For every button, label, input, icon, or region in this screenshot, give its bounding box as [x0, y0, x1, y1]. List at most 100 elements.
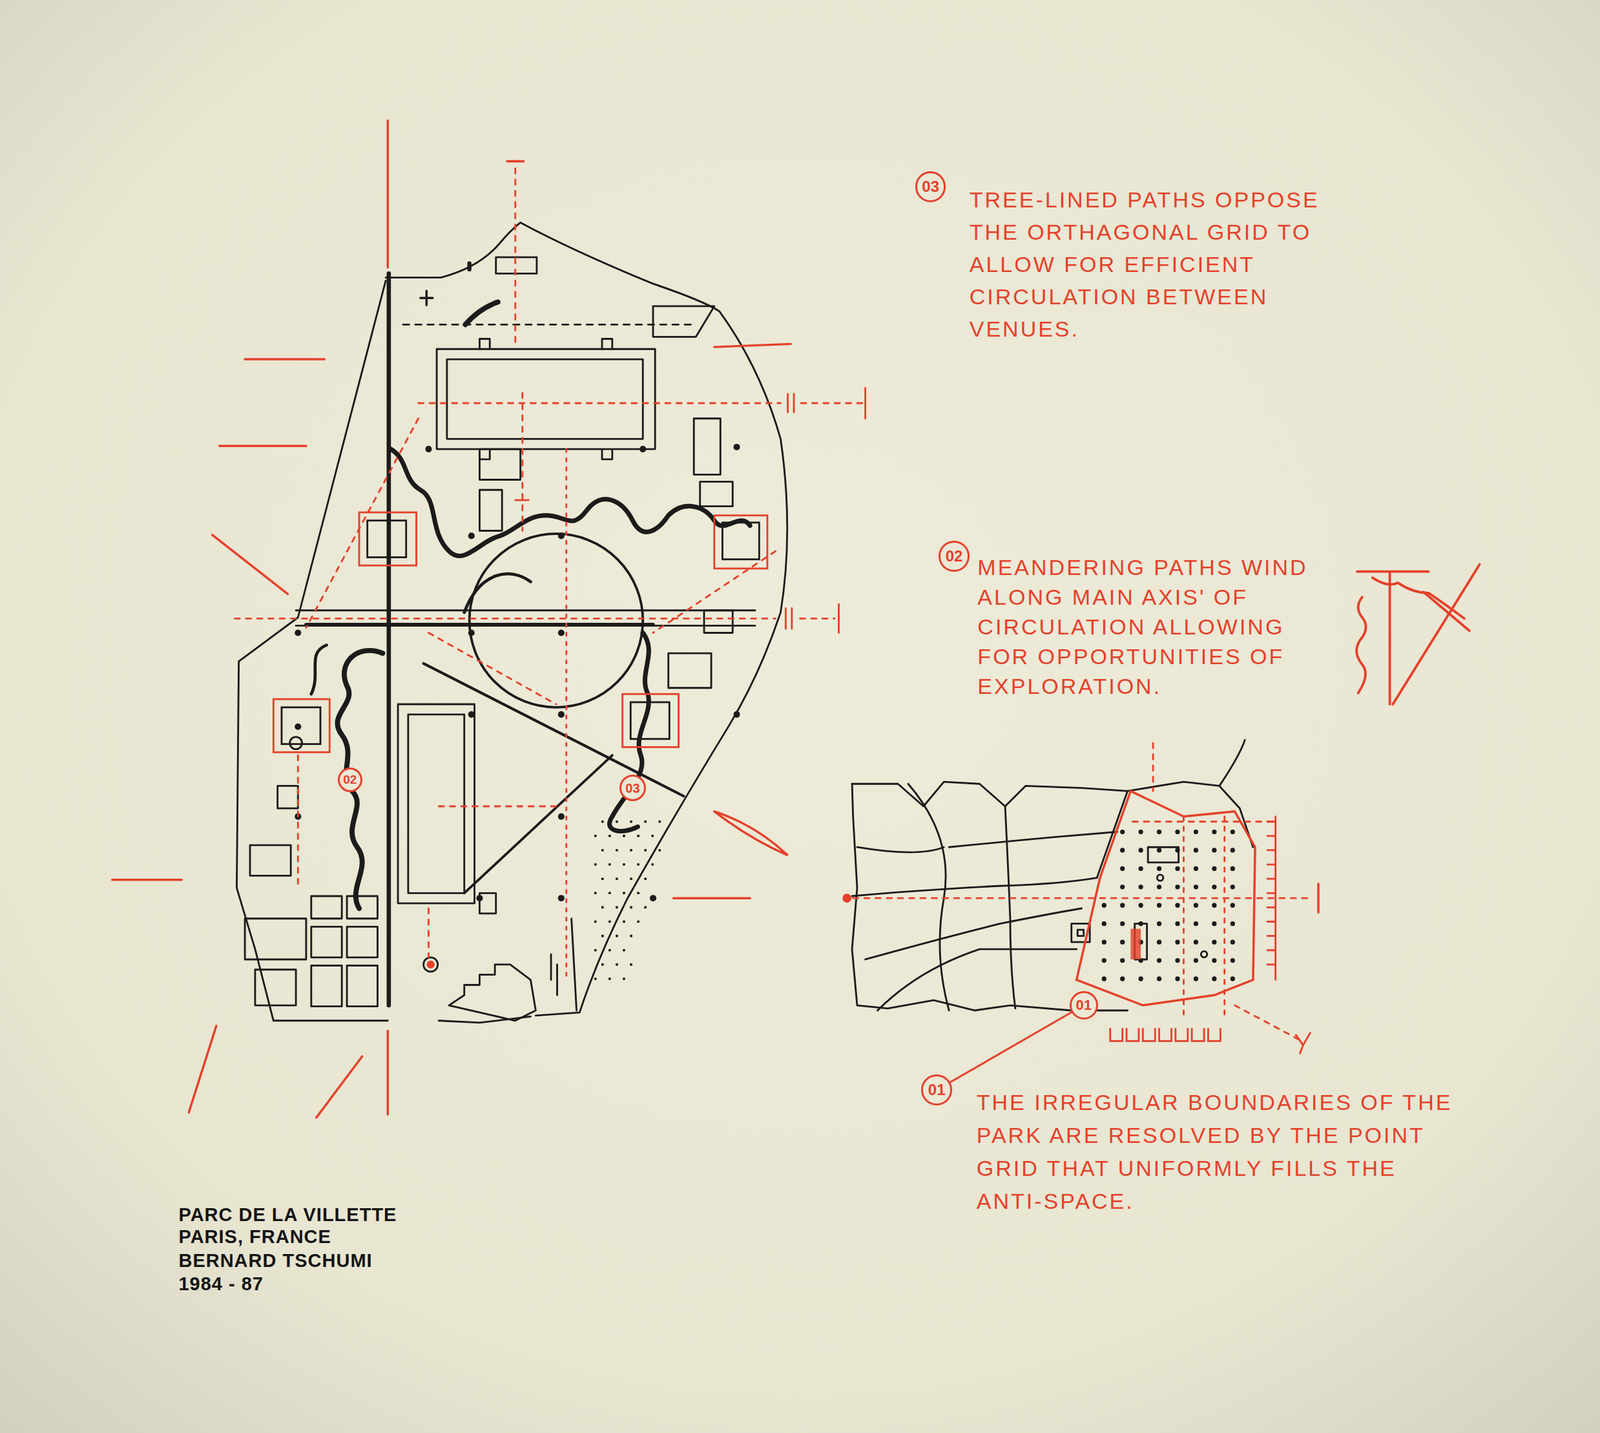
- point-grid-dot: [1193, 957, 1199, 963]
- grid-overlay-red: [785, 603, 839, 633]
- grid-overlay-red: [212, 534, 289, 595]
- stipple-texture: [651, 862, 654, 866]
- point-grid-dot: [1230, 957, 1236, 963]
- park-plan-ink: [295, 624, 756, 627]
- point-grid-dot: [1211, 957, 1217, 963]
- stipple-texture: [629, 877, 633, 880]
- title-block-text: 1984 - 87: [178, 1271, 264, 1296]
- point-grid-dot: [1120, 921, 1125, 926]
- title-block-text: PARC DE LA VILLETTE: [178, 1202, 397, 1226]
- stipple-texture: [601, 905, 604, 909]
- point-grid-dot: [1211, 939, 1217, 944]
- point-grid-dot: [1120, 976, 1125, 981]
- point-grid-dot: [1230, 829, 1236, 834]
- folie-grid-dot: [294, 723, 302, 730]
- stipple-texture: [636, 862, 640, 866]
- stipple-texture: [608, 977, 612, 980]
- park-plan-ink: [479, 338, 612, 459]
- park-plan-ink: [609, 632, 650, 831]
- folie-core: [290, 737, 303, 750]
- folie-grid-dot: [558, 629, 565, 636]
- point-grid-dot: [1120, 866, 1125, 871]
- context-plan-ink: [948, 831, 1118, 848]
- point-grid-dot: [1120, 939, 1125, 944]
- grid-overlay-red: [234, 617, 776, 620]
- title-block-text: BERNARD TSCHUMI: [178, 1248, 373, 1272]
- park-plan-ink: [346, 895, 378, 919]
- stipple-texture: [608, 862, 612, 866]
- point-grid-dot: [1230, 921, 1236, 926]
- context-plan-ink: [1096, 790, 1128, 878]
- stipple-texture: [651, 834, 654, 838]
- leader-line: [950, 1012, 1072, 1082]
- context-plan-ink: [908, 783, 949, 1011]
- grid-overlay-red: [714, 343, 791, 347]
- stipple-texture: [608, 948, 612, 952]
- folie-grid-dot: [649, 894, 657, 902]
- grid-overlay-red: [714, 515, 768, 569]
- callout-circle: 03: [619, 774, 646, 801]
- context-plan-ink: [1005, 806, 1016, 1009]
- folie-grid-dot: [425, 445, 432, 453]
- axis-sketch-symbol: [1423, 591, 1470, 631]
- grid-overlay-red: [188, 1025, 217, 1113]
- point-grid-dot: [1174, 957, 1180, 963]
- park-plan-ink: [436, 348, 655, 449]
- park-plan-ink: [693, 418, 721, 475]
- point-grid-dot: [1211, 829, 1217, 834]
- callout-circle: 02: [337, 767, 363, 792]
- context-plan-red: [1223, 816, 1226, 1021]
- stipple-texture: [629, 905, 633, 909]
- stipple-texture: [622, 948, 626, 952]
- park-plan-ink: [496, 257, 537, 274]
- point-grid-dot: [1101, 957, 1107, 963]
- stipple-texture: [601, 934, 604, 938]
- folie-grid-dot: [468, 711, 475, 718]
- grid-overlay-red: [112, 878, 182, 881]
- context-plan-red: [1317, 883, 1320, 913]
- park-plan-ink: [465, 302, 499, 325]
- stipple-texture: [594, 891, 597, 894]
- park-plan-ink: [397, 704, 475, 904]
- park-plan-ink: [464, 573, 531, 613]
- context-plan-ink: [1147, 846, 1179, 863]
- callout-circle: 01: [1069, 990, 1099, 1020]
- stipple-texture: [615, 934, 619, 938]
- park-plan-ink: [295, 609, 756, 612]
- point-grid-dot: [1211, 884, 1217, 889]
- point-grid-dot: [1193, 903, 1199, 908]
- point-grid-dot: [1101, 921, 1107, 926]
- grid-overlay-red: [673, 896, 750, 899]
- park-plan-ink: [244, 918, 307, 960]
- axis-sketch-symbol: [1388, 571, 1392, 705]
- title-block-text: PARIS, FRANCE: [178, 1224, 331, 1248]
- stipple-texture: [629, 934, 633, 938]
- point-grid-dot: [1138, 903, 1143, 908]
- callout-number: 01: [928, 1081, 946, 1098]
- context-plan-ink: [851, 783, 1128, 1011]
- stipple-texture: [594, 862, 597, 866]
- point-grid-dot: [1174, 976, 1180, 981]
- stipple-texture: [594, 948, 597, 952]
- point-grid-dot: [1120, 829, 1125, 834]
- folie-core: [367, 520, 407, 558]
- folie-grid-dot: [558, 894, 565, 902]
- park-plan-ink: [653, 306, 715, 337]
- stipple-texture: [629, 820, 633, 823]
- context-plan-red: [853, 897, 1312, 900]
- context-plan-ink: [1156, 874, 1163, 881]
- point-grid-dot: [1174, 903, 1180, 908]
- stipple-texture: [608, 919, 612, 923]
- context-plan-ink: [877, 948, 1077, 1011]
- grid-overlay-red: [273, 698, 330, 752]
- axis-sketch-symbol: [1356, 596, 1366, 693]
- point-grid-dot: [1230, 976, 1236, 981]
- axis-sketch-symbol: [1392, 564, 1480, 705]
- point-grid-dot: [1138, 884, 1143, 889]
- park-plan-ink: [311, 965, 342, 1006]
- stipple-texture: [636, 891, 640, 894]
- context-plan-ink: [1200, 950, 1207, 957]
- park-plan-ink: [311, 895, 342, 919]
- park-plan-ink: [311, 926, 342, 957]
